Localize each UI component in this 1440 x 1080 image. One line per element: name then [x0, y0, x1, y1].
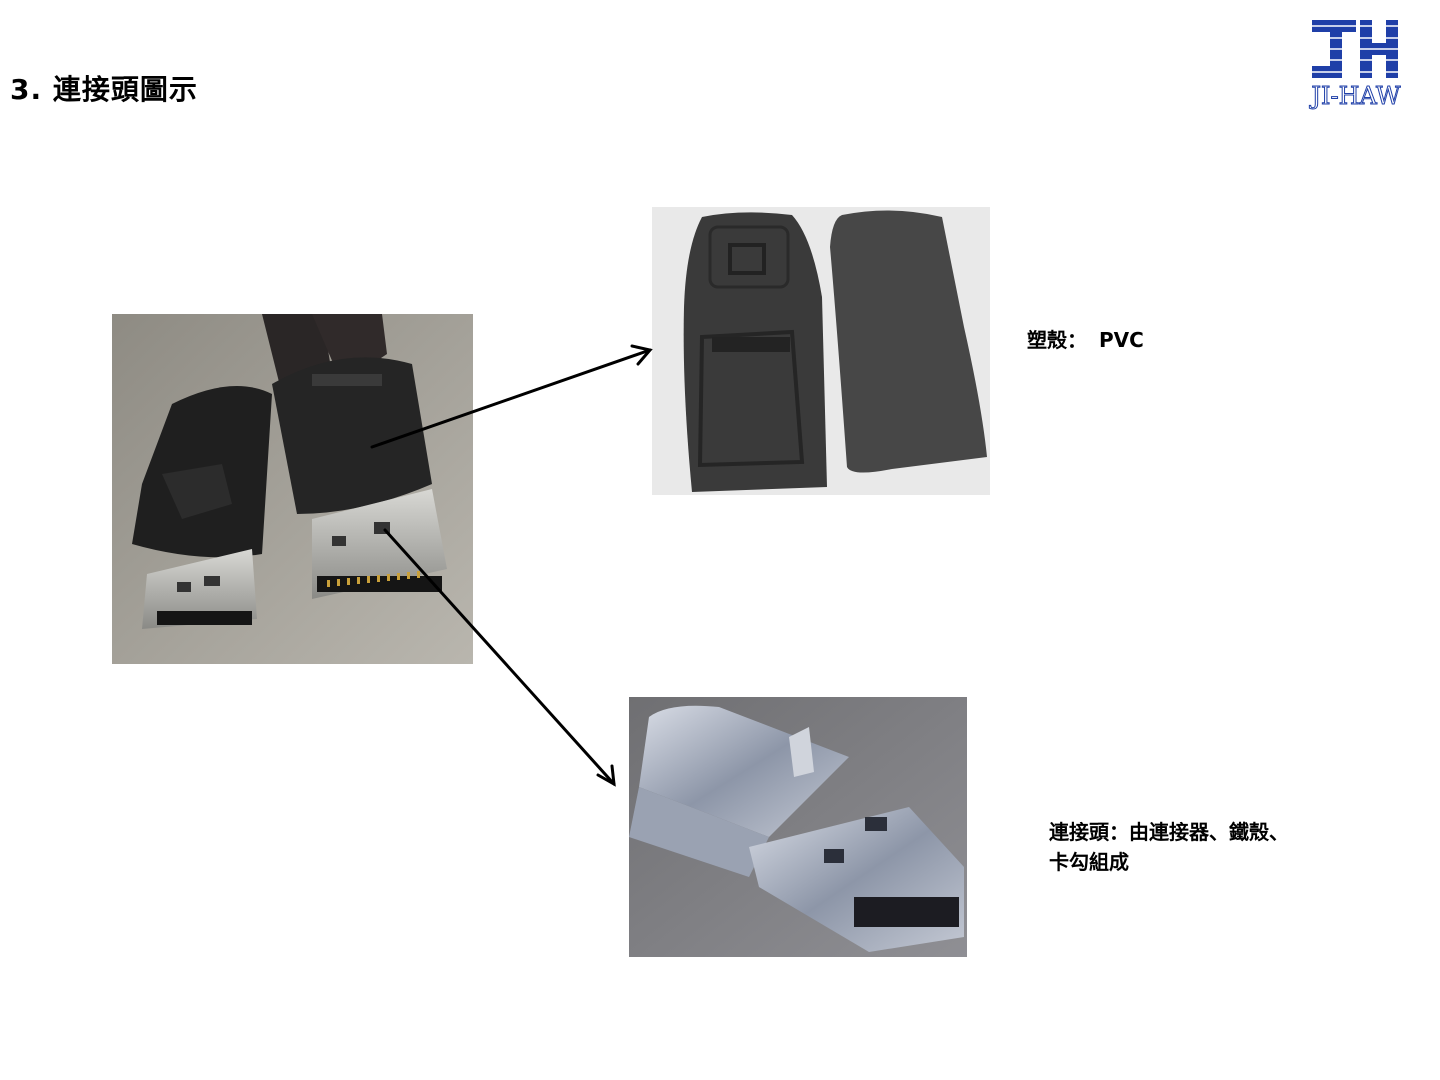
- connector-description-line2: 卡勾組成: [1049, 850, 1129, 874]
- cable-connectors-photo: [112, 314, 473, 664]
- connector-description-line1: 連接頭：由連接器、鐵殼、: [1049, 820, 1289, 844]
- shell-material-key: 塑殼：: [1027, 328, 1087, 352]
- metal-connector-photo: [629, 697, 967, 957]
- page-title: 3. 連接頭圖示: [10, 73, 198, 106]
- pvc-shell-photo: [652, 207, 990, 495]
- svg-text:JI-HAW: JI-HAW: [1308, 82, 1401, 110]
- company-logo: JI-HAW: [1296, 16, 1416, 112]
- shell-material-label: 塑殼： PVC: [1027, 325, 1144, 355]
- shell-material-value: PVC: [1099, 328, 1144, 352]
- connector-description: 連接頭：由連接器、鐵殼、 卡勾組成: [1049, 817, 1349, 877]
